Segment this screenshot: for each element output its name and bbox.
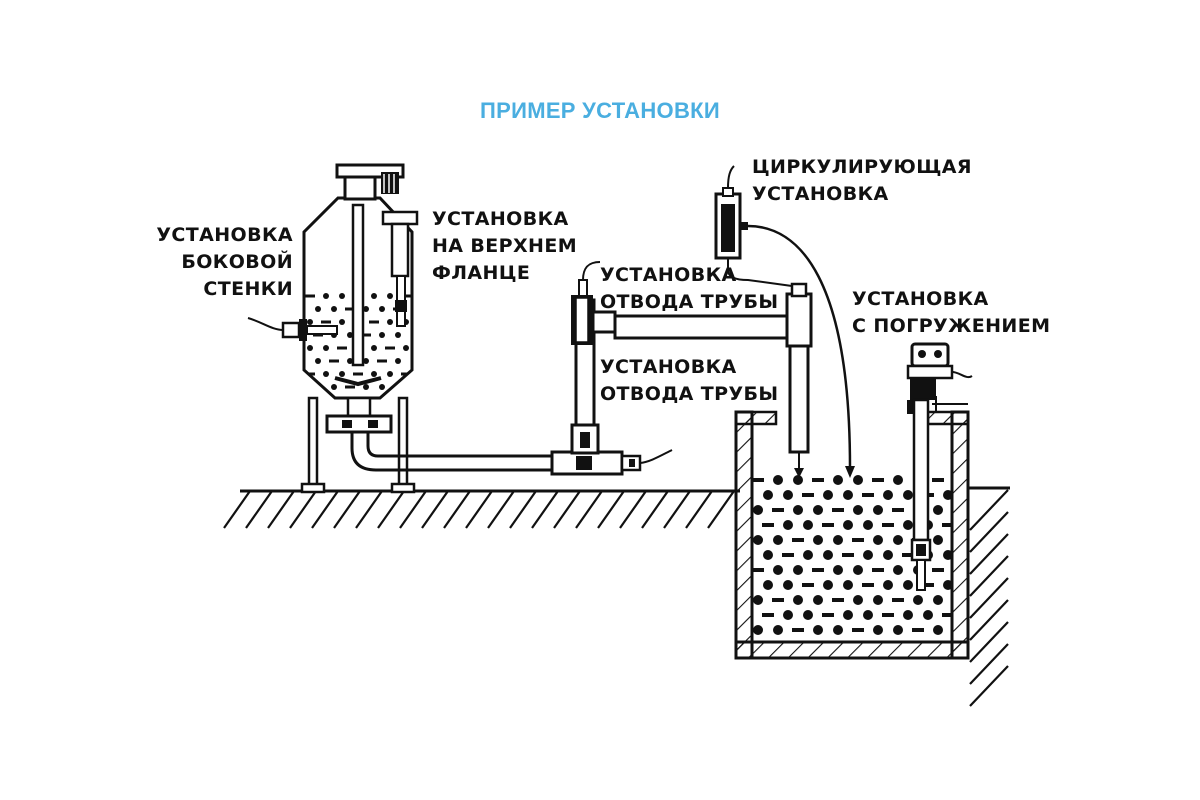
diagram-title: ПРИМЕР УСТАНОВКИ [480, 98, 720, 123]
label-pipe-outlet-2: УСТАНОВКА ОТВОДА ТРУБЫ [600, 356, 779, 405]
vessel [247, 163, 555, 494]
label-immersion: УСТАНОВКА С ПОГРУЖЕНИЕМ [852, 288, 1051, 337]
ground-right [968, 486, 1010, 707]
pipe-system [550, 165, 855, 478]
tank [734, 410, 970, 660]
ground-left [223, 489, 740, 529]
immersion-sensor [906, 342, 973, 591]
label-top-flange: УСТАНОВКА НА ВЕРХНЕМ ФЛАНЦЕ [432, 208, 578, 284]
label-side-wall: УСТАНОВКА БОКОВОЙ СТЕНКИ [156, 224, 293, 300]
label-pipe-outlet-1: УСТАНОВКА ОТВОДА ТРУБЫ [600, 264, 779, 313]
label-circulating: ЦИРКУЛИРУЮЩАЯ УСТАНОВКА [752, 156, 972, 205]
